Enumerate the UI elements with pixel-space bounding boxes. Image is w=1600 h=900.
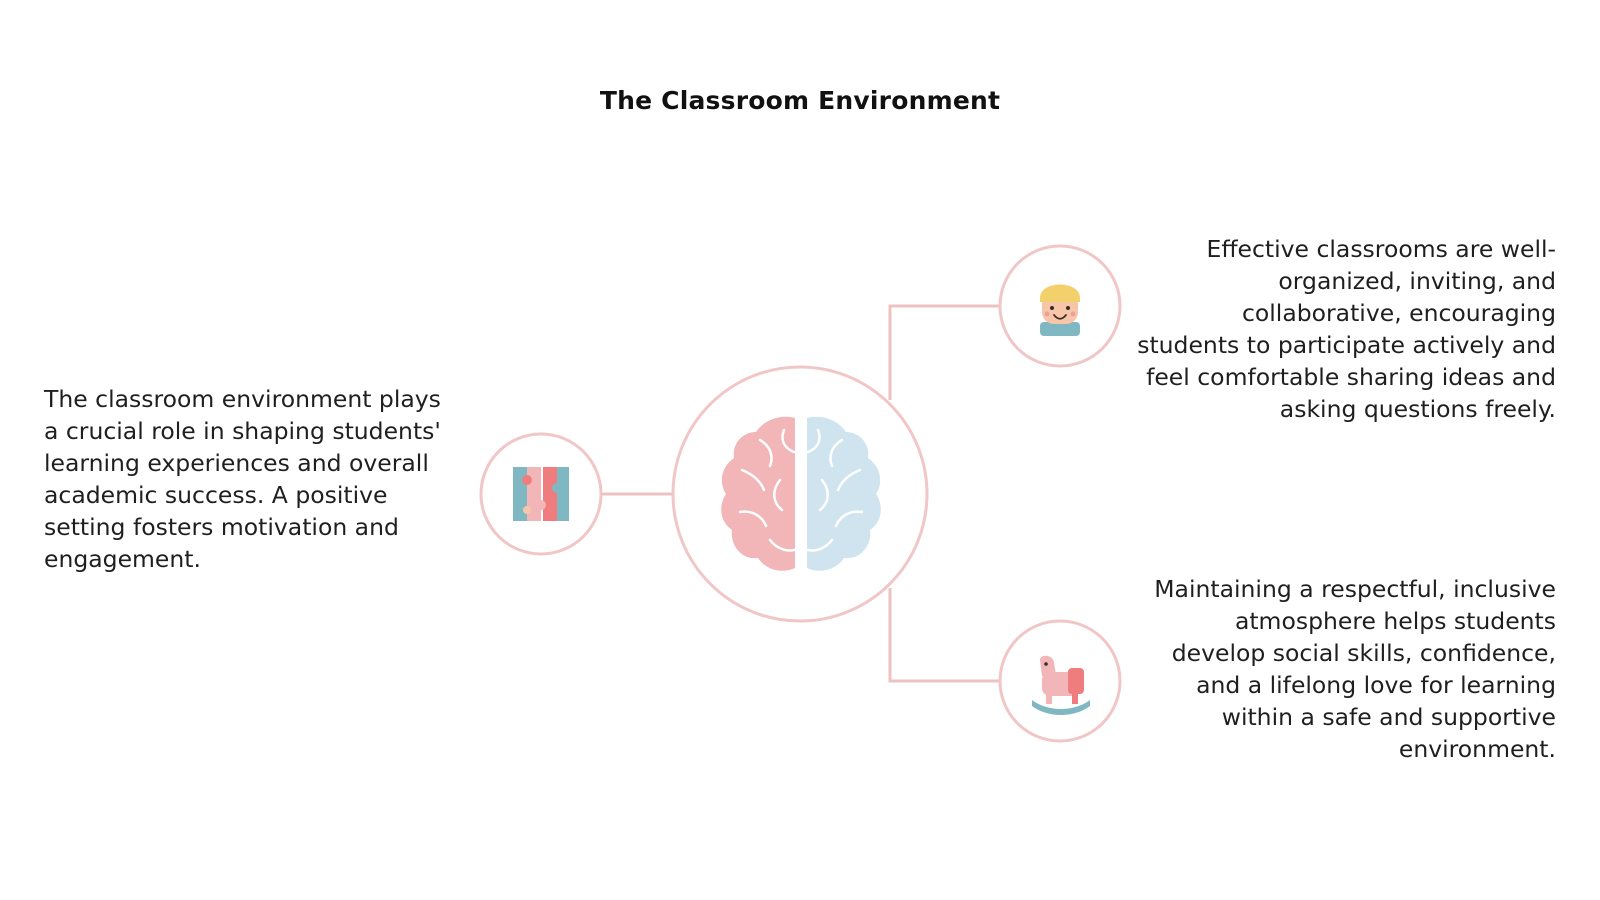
connector-right-bottom	[888, 588, 1000, 683]
connectors	[601, 304, 1000, 683]
center-ring	[671, 365, 929, 623]
right-bottom-node	[998, 619, 1122, 743]
connector-right-top	[888, 304, 1000, 400]
right-top-node	[998, 244, 1122, 368]
brain-icon	[721, 416, 881, 571]
student-icon	[1040, 284, 1080, 336]
center-node	[671, 365, 929, 623]
left-description: The classroom environment plays a crucia…	[44, 385, 441, 573]
left-node	[479, 432, 603, 556]
right-top-description: Effective classrooms are well-organized,…	[1137, 235, 1556, 423]
rocking-horse-icon	[1032, 655, 1090, 715]
right-bottom-description: Maintaining a respectful, inclusive atmo…	[1154, 575, 1556, 763]
puzzle-icon	[513, 467, 569, 521]
page-title: The Classroom Environment	[599, 86, 1001, 115]
